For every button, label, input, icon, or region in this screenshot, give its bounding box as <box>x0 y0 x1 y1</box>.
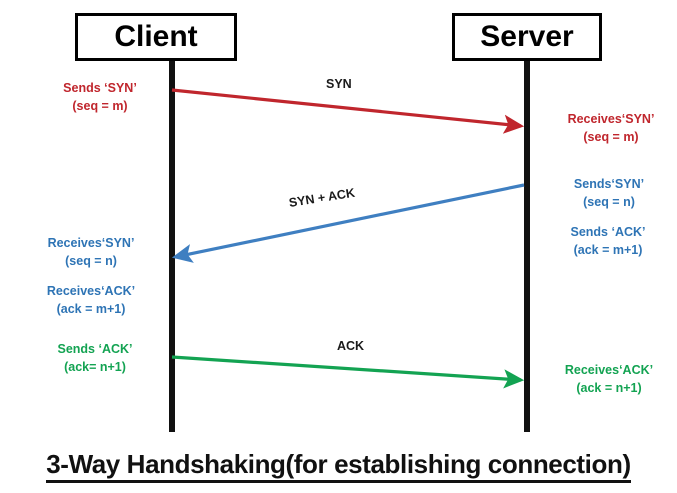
client-node-box: Client <box>75 13 237 61</box>
client-sends-ack-line2: (ack= n+1) <box>64 360 126 375</box>
client-receives-ack-line1: Receives‘ACK’ <box>46 284 136 298</box>
server-sends-syn-annotation: Sends‘SYN’ (seq = n) <box>546 175 672 211</box>
client-sends-syn-line2: (seq = m) <box>72 99 128 114</box>
server-receives-ack-line2: (ack = n+1) <box>576 381 642 396</box>
client-receives-ack-line2: (ack = m+1) <box>56 302 126 317</box>
diagram-caption: 3-Way Handshaking(for establishing conne… <box>0 449 677 483</box>
server-sends-ack-line1: Sends ‘ACK’ <box>570 225 646 239</box>
syn-ack-arrow <box>171 183 525 263</box>
diagram-caption-text: 3-Way Handshaking(for establishing conne… <box>46 449 631 483</box>
server-sends-ack-annotation: Sends ‘ACK’ (ack = m+1) <box>543 223 673 259</box>
server-sends-syn-line2: (seq = n) <box>583 195 635 210</box>
server-receives-syn-line2: (seq = m) <box>583 130 639 145</box>
server-receives-syn-annotation: Receives‘SYN’ (seq = m) <box>546 110 676 146</box>
ack-arrow-label: ACK <box>337 339 365 353</box>
client-sends-syn-annotation: Sends ‘SYN’ (seq = m) <box>36 79 164 115</box>
client-receives-ack-annotation: Receives‘ACK’ (ack = m+1) <box>24 282 158 318</box>
syn-arrow-label: SYN <box>326 77 352 91</box>
server-sends-syn-line1: Sends‘SYN’ <box>573 177 645 191</box>
syn-arrow <box>171 88 525 134</box>
client-node-label: Client <box>114 20 198 53</box>
server-receives-syn-line1: Receives‘SYN’ <box>567 112 655 126</box>
server-receives-ack-annotation: Receives‘ACK’ (ack = n+1) <box>542 361 676 397</box>
client-receives-syn-line2: (seq = n) <box>65 254 117 269</box>
server-node-box: Server <box>452 13 602 61</box>
client-sends-ack-line1: Sends ‘ACK’ <box>57 342 133 356</box>
client-sends-ack-annotation: Sends ‘ACK’ (ack= n+1) <box>30 340 160 376</box>
server-receives-ack-line1: Receives‘ACK’ <box>564 363 654 377</box>
client-receives-syn-line1: Receives‘SYN’ <box>47 236 135 250</box>
server-lifeline <box>524 61 530 432</box>
server-sends-ack-line2: (ack = m+1) <box>573 243 643 258</box>
ack-arrow <box>171 355 525 389</box>
server-node-label: Server <box>480 20 574 53</box>
client-receives-syn-annotation: Receives‘SYN’ (seq = n) <box>24 234 158 270</box>
client-sends-syn-line1: Sends ‘SYN’ <box>63 81 137 95</box>
